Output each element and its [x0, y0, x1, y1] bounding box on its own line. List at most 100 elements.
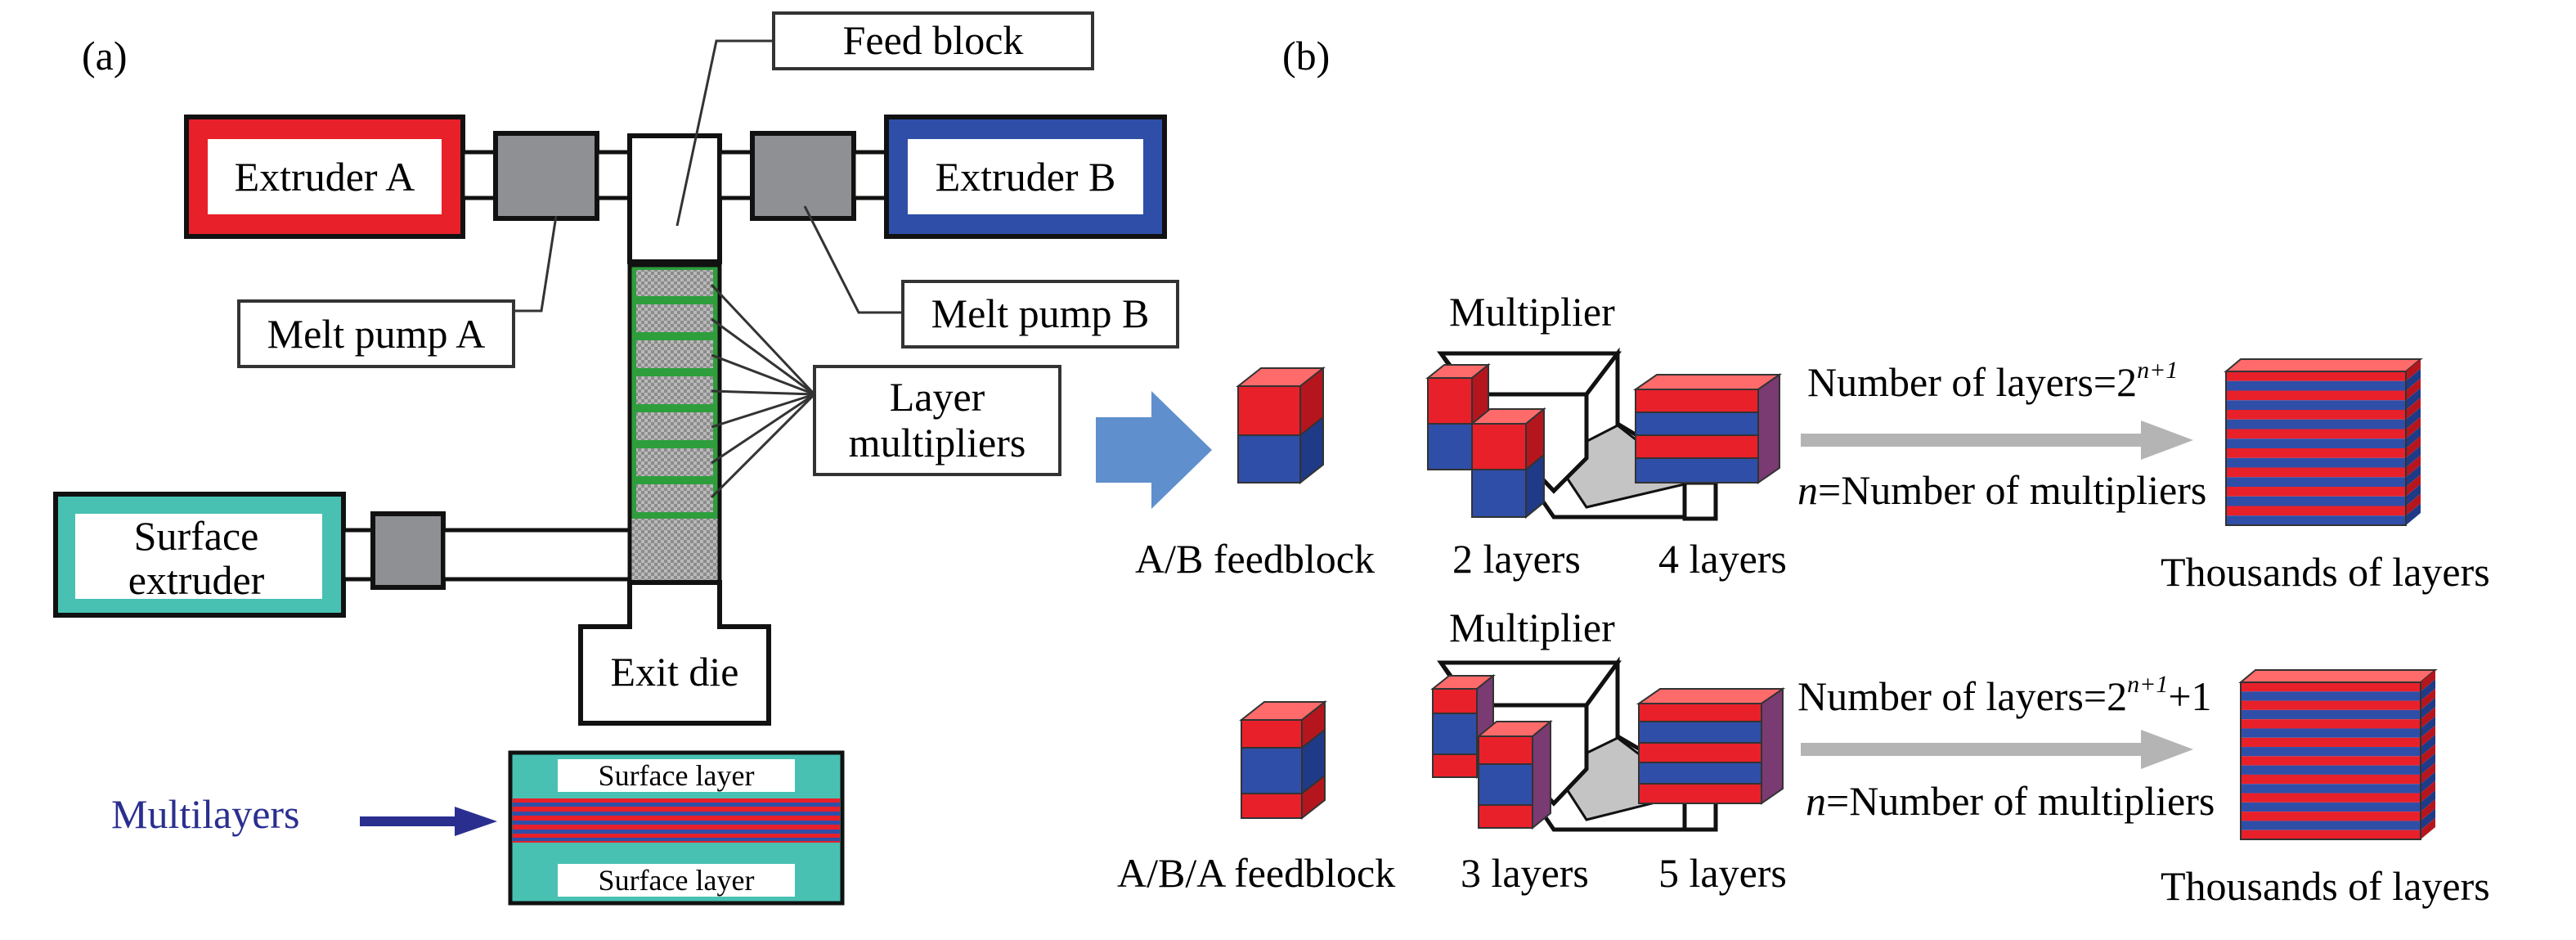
melt-pump-b-leader [803, 205, 903, 314]
row2-n-definition-text: =Number of multipliers [1826, 778, 2215, 824]
ab-feedblock-cube [1236, 366, 1326, 485]
multiplier-segment [636, 448, 713, 476]
stack-layer [2226, 448, 2406, 458]
extruder-a-label: Extruder A [235, 154, 415, 200]
stack-layer [2241, 793, 2421, 803]
aba-feedblock-label: A/B/A feedblock [1117, 850, 1395, 896]
stack-layer [2226, 457, 2406, 468]
stack-layer-side [2421, 744, 2435, 766]
aba-feedblock-cube [1239, 699, 1327, 821]
stack-layer [2241, 756, 2421, 766]
stack-layer [2241, 719, 2421, 729]
stack-layer [2241, 700, 2421, 710]
stack-layer-side [2421, 780, 2435, 803]
stack-layer-side [2406, 436, 2421, 458]
layer-multipliers-label-line2: multipliers [849, 420, 1026, 466]
stack-layer [2226, 515, 2406, 525]
row2-thousands-stack [2238, 669, 2438, 840]
stack-layer [2241, 682, 2421, 692]
stack-layer [2241, 728, 2421, 738]
panel-b: (b) A/B feedblock Multiplier [1096, 33, 2490, 909]
pipe-extruder-a [460, 150, 498, 200]
surface-melt-pump [370, 511, 446, 590]
pipe-surface-to-die [441, 528, 632, 582]
row2-5-layer-stack [1636, 687, 1786, 805]
stack-layer [2226, 390, 2406, 401]
layer-multipliers-label-line1: Layer [890, 374, 985, 420]
row2-n-variable: n [1806, 778, 1826, 824]
stack-layer-side [2421, 817, 2435, 839]
stack-layer-side [2406, 455, 2421, 478]
stack-layer [2241, 737, 2421, 748]
multiplier-segment [636, 412, 713, 440]
stack-layer [2226, 380, 2406, 391]
stack-layer-side [2406, 426, 2421, 448]
exit-die-label: Exit die [611, 649, 739, 695]
multilayer-film: Surface layer Surface layer [508, 750, 845, 906]
stack-layer-side [2406, 474, 2421, 497]
row1-4-layer-stack [1632, 373, 1783, 484]
stack-layer-side [2421, 725, 2435, 748]
melt-pump-b [750, 131, 856, 221]
stack-layer-side [2421, 716, 2435, 738]
panel-a: (a) Extruder A Extruder B Feed block [53, 11, 1179, 906]
layer-multipliers-label-box [813, 365, 1061, 476]
stack-layer-side [2406, 368, 2421, 391]
extruder-b-label: Extruder B [936, 154, 1116, 200]
stack-layer [2226, 477, 2406, 487]
stack-layer-side [2421, 697, 2435, 720]
surface-extruder-label-line2: extruder [128, 557, 265, 603]
multiplier-segment [636, 304, 713, 332]
stack-layer-side [2406, 398, 2421, 420]
stack-layer [2226, 429, 2406, 439]
stack-layer-side [2406, 465, 2421, 487]
layer-multipliers-leaders [710, 283, 816, 499]
pipe-surface-extruder [341, 528, 375, 582]
stack-layer-side [2421, 808, 2435, 830]
row2-n-definition: n=Number of multipliers [1806, 778, 2215, 824]
row1-n-definition-text: =Number of multipliers [1818, 467, 2206, 513]
stack-layer [2226, 439, 2406, 448]
stack-layer-side [2406, 416, 2421, 439]
multilayers-arrow [360, 807, 497, 836]
surface-layer-top-label: Surface layer [599, 759, 755, 792]
multilayers-label: Multilayers [111, 791, 300, 837]
stack-layer-side [2421, 789, 2435, 812]
stack-layer-side [2421, 688, 2435, 710]
stack-layer-side [2421, 771, 2435, 794]
row1-process-arrow [1801, 421, 2193, 460]
stack-outline [2240, 681, 2421, 840]
row1-layers-out-label: 4 layers [1658, 536, 1787, 582]
surface-extruder: Surface extruder [53, 492, 346, 618]
stack-layer [2226, 487, 2406, 497]
row2-formula-suffix: +1 [2168, 673, 2211, 719]
melt-pump-b-label: Melt pump B [931, 290, 1150, 336]
melt-pump-a [493, 131, 599, 221]
feed-block-label: Feed block [843, 17, 1024, 63]
row2-formula: Number of layers=2n+1+1 [1797, 671, 2212, 719]
stack-layer-side [2406, 388, 2421, 410]
stack-layer [2241, 821, 2421, 830]
row2-layers-in-label: 3 layers [1461, 850, 1589, 896]
row2-process-arrow [1801, 730, 2193, 769]
stack-layer-side [2421, 799, 2435, 821]
stack-top-face [2238, 669, 2438, 683]
multiplier-segment [636, 376, 713, 404]
row1-thousands-stack [2224, 358, 2423, 526]
row2-formula-prefix: Number of layers=2 [1797, 673, 2127, 719]
stack-layer-side [2421, 707, 2435, 729]
row-1: A/B feedblock Multiplier [1135, 289, 2490, 595]
row1-layers-in-label: 2 layers [1452, 536, 1581, 582]
row1-2-layer-stack-front [1470, 407, 1546, 519]
row1-formula: Number of layers=2n+1 [1807, 357, 2178, 405]
melt-pump-a-label: Melt pump A [267, 311, 486, 357]
stack-layer-side [2406, 378, 2421, 401]
stack-layer-side [2421, 679, 2435, 701]
stack-layer [2226, 496, 2406, 506]
stack-layer [2226, 467, 2406, 478]
pipe-pump-b [717, 150, 755, 200]
row2-formula-exponent: n+1 [2127, 671, 2168, 698]
stack-layer [2226, 410, 2406, 420]
pipe-extruder-b [851, 150, 889, 200]
stack-layer [2241, 802, 2421, 812]
